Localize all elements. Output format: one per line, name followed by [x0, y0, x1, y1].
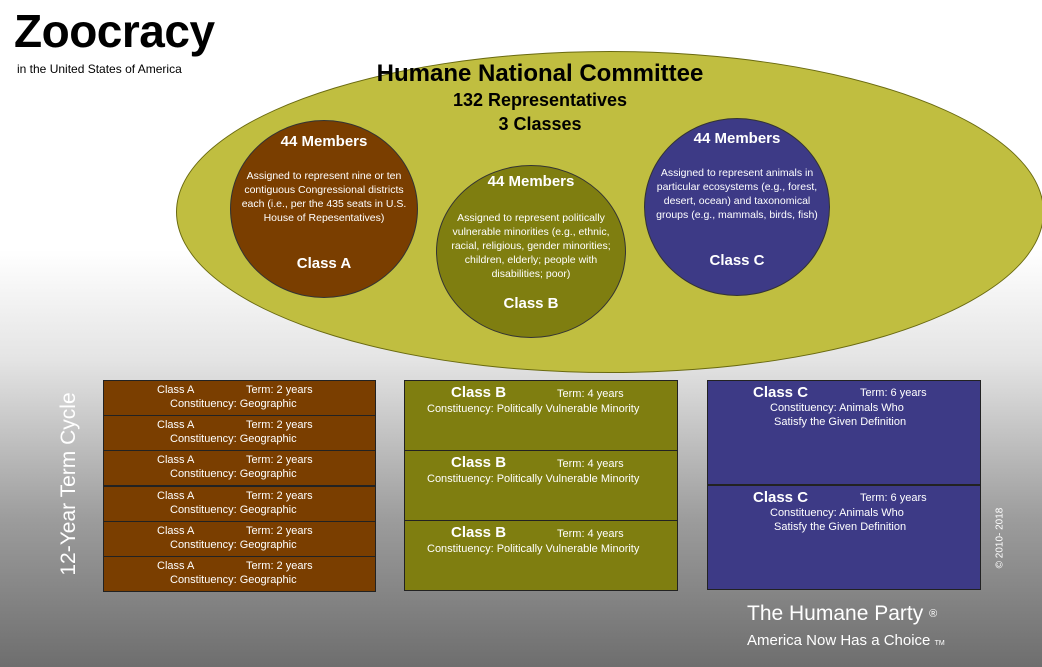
copyright-notice: © 2010- 2018: [994, 507, 1006, 569]
class-b-description: Assigned to represent politically vulner…: [451, 212, 611, 280]
row-class: Class C: [753, 384, 809, 401]
class-a-term-row: Class A Term: 2 years Constituency: Geog…: [103, 450, 376, 486]
row-term: Term: 6 years: [860, 387, 927, 399]
class-a-members: 44 Members: [280, 133, 368, 150]
row-constituency: Constituency: Geographic: [170, 398, 297, 410]
class-a-term-row: Class A Term: 2 years Constituency: Geog…: [103, 415, 376, 451]
trademark-mark: TM: [934, 640, 945, 647]
page-subtitle: in the United States of America: [17, 62, 182, 76]
row-term: Term: 2 years: [246, 454, 313, 466]
class-b-members: 44 Members: [487, 173, 575, 190]
committee-heading: Humane National Committee 132 Representa…: [300, 60, 780, 136]
party-name: The Humane Party ®: [747, 602, 937, 626]
row-constituency: Constituency: Geographic: [170, 468, 297, 480]
row-term: Term: 4 years: [557, 528, 624, 540]
row-constituency: Constituency: Animals Who: [770, 507, 904, 519]
row-constituency: Constituency: Politically Vulnerable Min…: [427, 543, 640, 555]
row-constituency: Constituency: Geographic: [170, 504, 297, 516]
row-term: Term: 2 years: [246, 525, 313, 537]
row-class: Class A: [157, 490, 195, 502]
class-c-label: Class C: [709, 252, 765, 269]
committee-name: Humane National Committee: [376, 60, 704, 87]
class-a-term-row: Class A Term: 2 years Constituency: Geog…: [103, 380, 376, 416]
committee-representatives: 132 Representatives: [452, 90, 628, 110]
class-a-term-row: Class A Term: 2 years Constituency: Geog…: [103, 556, 376, 592]
row-class: Class B: [451, 454, 507, 471]
row-term: Term: 2 years: [246, 419, 313, 431]
class-c-term-row: Class C Term: 6 years Constituency: Anim…: [707, 485, 981, 590]
class-a-term-row: Class A Term: 2 years Constituency: Geog…: [103, 486, 376, 522]
class-c-members: 44 Members: [693, 130, 781, 147]
class-b-term-row: Class B Term: 4 years Constituency: Poli…: [404, 380, 678, 451]
tagline-text: America Now Has a Choice: [747, 632, 931, 649]
row-constituency: Constituency: Politically Vulnerable Min…: [427, 473, 640, 485]
row-class: Class B: [451, 384, 507, 401]
row-class: Class A: [157, 384, 195, 396]
row-class: Class A: [157, 560, 195, 572]
class-b-circle: 44 Members Assigned to represent politic…: [436, 165, 626, 338]
row-constituency-line2: Satisfy the Given Definition: [774, 416, 907, 428]
class-c-circle: 44 Members Assigned to represent animals…: [644, 118, 830, 296]
row-constituency: Constituency: Animals Who: [770, 402, 904, 414]
class-a-term-row: Class A Term: 2 years Constituency: Geog…: [103, 521, 376, 557]
row-constituency: Constituency: Geographic: [170, 539, 297, 551]
class-b-term-row: Class B Term: 4 years Constituency: Poli…: [404, 450, 678, 521]
registered-mark: ®: [929, 608, 938, 620]
row-class: Class A: [157, 454, 195, 466]
row-term: Term: 4 years: [557, 458, 624, 470]
row-class: Class A: [157, 419, 195, 431]
class-a-circle: 44 Members Assigned to represent nine or…: [230, 120, 418, 298]
party-tagline: America Now Has a Choice TM: [747, 632, 945, 649]
row-term: Term: 2 years: [246, 490, 313, 502]
row-term: Term: 4 years: [557, 388, 624, 400]
row-constituency: Constituency: Politically Vulnerable Min…: [427, 403, 640, 415]
committee-classes: 3 Classes: [498, 114, 582, 134]
class-a-description: Assigned to represent nine or ten contig…: [241, 170, 407, 224]
row-class: Class C: [753, 489, 809, 506]
class-c-term-row: Class C Term: 6 years Constituency: Anim…: [707, 380, 981, 485]
row-class: Class B: [451, 524, 507, 541]
row-constituency: Constituency: Geographic: [170, 574, 297, 586]
page-title: Zoocracy: [14, 5, 215, 57]
row-term: Term: 6 years: [860, 492, 927, 504]
party-name-text: The Humane Party: [747, 602, 924, 625]
row-term: Term: 2 years: [246, 560, 313, 572]
row-constituency: Constituency: Geographic: [170, 433, 297, 445]
class-b-term-row: Class B Term: 4 years Constituency: Poli…: [404, 520, 678, 591]
term-cycle-label: 12-Year Term Cycle: [57, 392, 80, 576]
class-b-label: Class B: [503, 295, 559, 312]
row-class: Class A: [157, 525, 195, 537]
class-c-description: Assigned to represent animals in particu…: [656, 167, 818, 221]
row-term: Term: 2 years: [246, 384, 313, 396]
class-a-label: Class A: [296, 255, 352, 272]
row-constituency-line2: Satisfy the Given Definition: [774, 521, 907, 533]
